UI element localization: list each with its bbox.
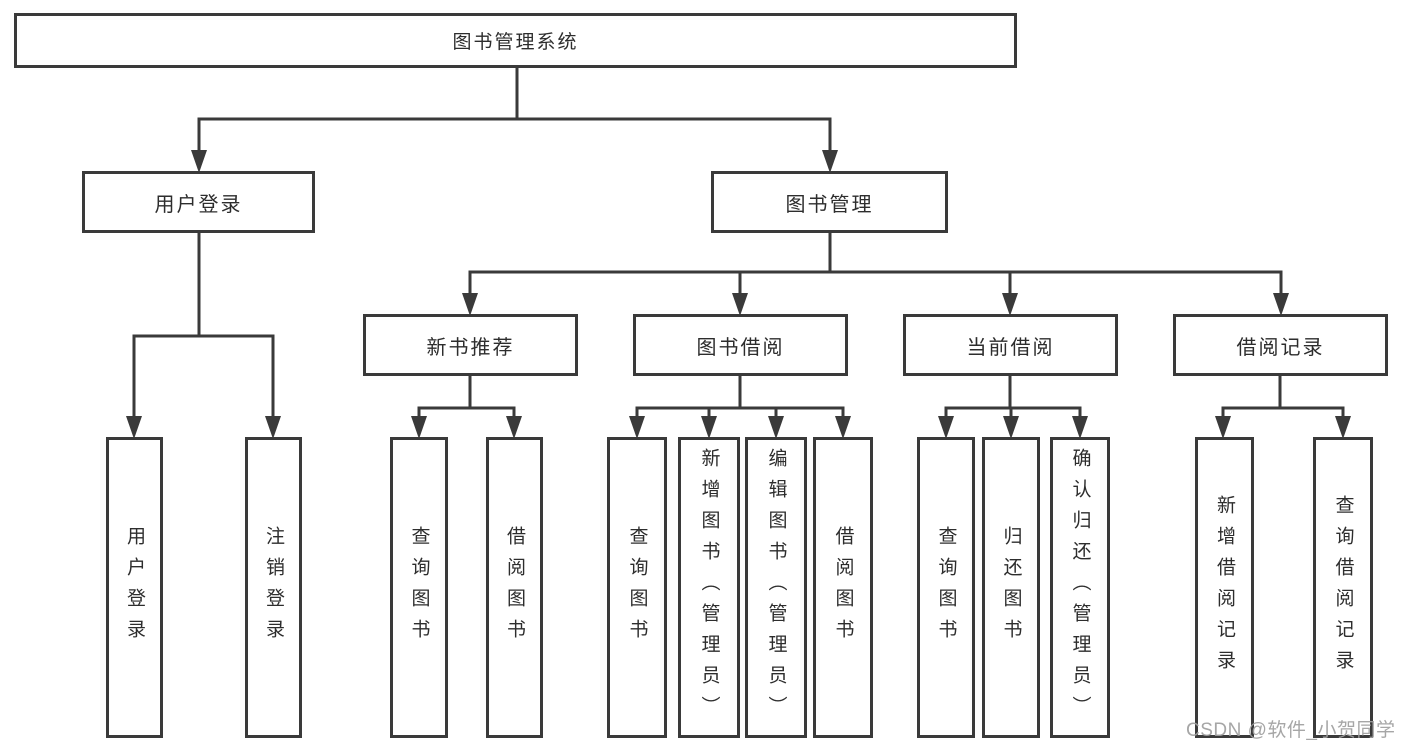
- node-label: 图书借阅: [696, 336, 785, 359]
- leaf-confirm-return-admin: 确认归还（管理员）: [1050, 437, 1110, 738]
- node-label: 查询图书: [935, 525, 957, 650]
- node-label: 用户登录: [154, 193, 243, 216]
- arrowhead-icons: [126, 150, 1351, 439]
- node-current-borrowing: 当前借阅: [903, 314, 1118, 376]
- node-label: 新书推荐: [426, 336, 515, 359]
- node-label: 归还图书: [1000, 525, 1022, 650]
- node-label: 查询图书: [408, 525, 430, 650]
- node-borrowing-records: 借阅记录: [1173, 314, 1388, 376]
- leaf-query-borrow-record: 查询借阅记录: [1313, 437, 1373, 738]
- node-label: 注销登录: [263, 525, 284, 650]
- node-label: 当前借阅: [966, 336, 1055, 359]
- node-label: 借阅图书: [504, 525, 525, 650]
- csdn-watermark: CSDN @软件_小贺同学: [1186, 720, 1396, 741]
- leaf-borrow-books-recommend: 借阅图书: [486, 437, 543, 738]
- node-label: 查询借阅记录: [1332, 494, 1354, 681]
- node-label: 查询图书: [626, 525, 648, 650]
- leaf-borrow-books: 借阅图书: [813, 437, 873, 738]
- leaf-query-books-current: 查询图书: [917, 437, 975, 738]
- node-label: 新增借阅记录: [1214, 494, 1235, 681]
- node-book-management-branch: 图书管理: [711, 171, 948, 233]
- node-label: 确认归还（管理员）: [1069, 448, 1091, 727]
- leaf-add-borrow-record: 新增借阅记录: [1195, 437, 1254, 738]
- leaf-user-login: 用户登录: [106, 437, 163, 738]
- node-label: 图书管理系统: [452, 32, 579, 53]
- node-label: 图书管理: [785, 193, 874, 216]
- leaf-return-books: 归还图书: [982, 437, 1040, 738]
- node-label: 新增图书（管理员）: [698, 448, 720, 727]
- node-new-book-recommendation: 新书推荐: [363, 314, 578, 376]
- leaf-query-books-recommend: 查询图书: [390, 437, 448, 738]
- leaf-query-books-borrowing: 查询图书: [607, 437, 667, 738]
- leaf-add-books-admin: 新增图书（管理员）: [678, 437, 740, 738]
- node-label: 借阅记录: [1236, 336, 1325, 359]
- node-label: 借阅图书: [832, 525, 854, 650]
- node-library-management-system: 图书管理系统: [14, 13, 1017, 68]
- node-label: 用户登录: [124, 525, 145, 650]
- node-label: 编辑图书（管理员）: [765, 448, 787, 727]
- node-book-borrowing: 图书借阅: [633, 314, 848, 376]
- leaf-edit-books-admin: 编辑图书（管理员）: [745, 437, 807, 738]
- node-user-login-branch: 用户登录: [82, 171, 315, 233]
- leaf-logout: 注销登录: [245, 437, 302, 738]
